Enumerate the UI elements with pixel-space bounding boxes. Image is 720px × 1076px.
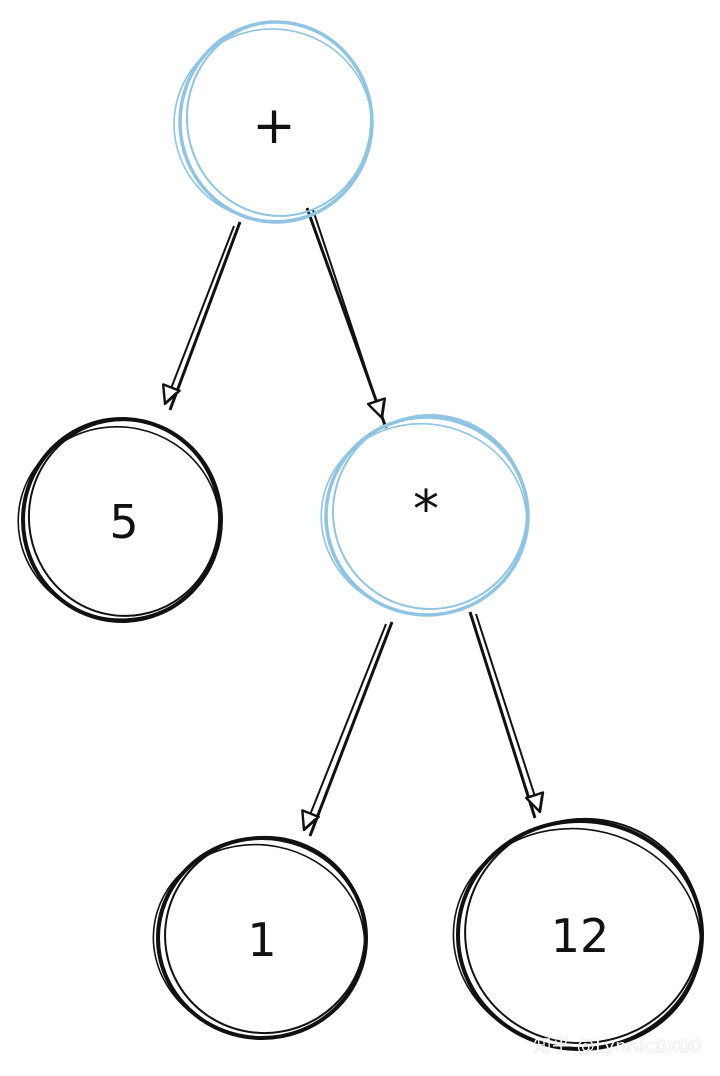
node-twelve-label: 12 — [551, 909, 610, 963]
node-one: 1 — [152, 835, 368, 1040]
node-five: 5 — [17, 417, 223, 623]
node-times: * — [320, 414, 530, 617]
node-plus-label: + — [252, 96, 296, 156]
node-five-label: 5 — [109, 495, 138, 549]
watermark-text: 知乎 @Lynnic0x00 — [533, 1036, 702, 1057]
edge-plus-times — [305, 207, 388, 429]
edge-times-one — [301, 621, 394, 837]
edge-plus-five — [161, 221, 242, 411]
node-times-label: * — [413, 480, 439, 540]
node-twelve: 12 — [452, 817, 704, 1051]
node-one-label: 1 — [247, 913, 276, 967]
node-plus: + — [173, 20, 374, 224]
edge-times-twelve — [468, 611, 545, 819]
